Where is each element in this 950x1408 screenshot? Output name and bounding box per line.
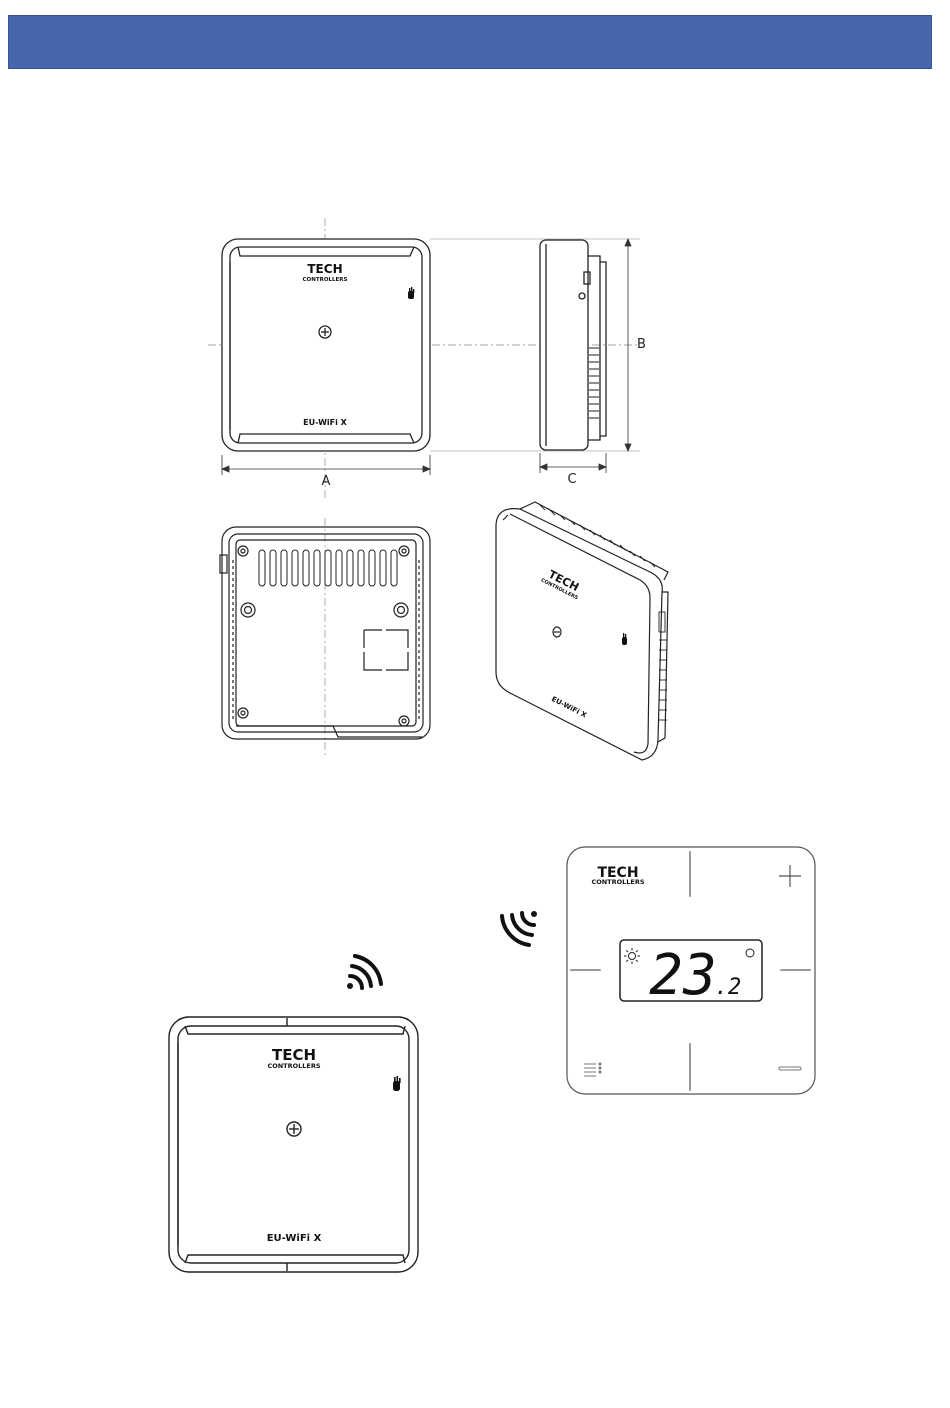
- thermostat-brand-subtitle: CONTROLLERS: [591, 878, 644, 886]
- dimension-c-label: C: [567, 472, 576, 487]
- large-hand-icon: [393, 1076, 401, 1091]
- dimension-a-label: A: [322, 474, 331, 489]
- wifi-signal-icon: [502, 911, 537, 945]
- large-screw-icon: [287, 1122, 301, 1136]
- isometric-view-drawing: TECH CONTROLLERS EU-WiFi X: [496, 502, 668, 760]
- large-front-brand-subtitle: CONTROLLERS: [267, 1062, 320, 1070]
- front-view-model: EU-WiFi X: [303, 418, 347, 427]
- wifi-signal-icon: [347, 956, 381, 989]
- back-view-drawing: [220, 518, 430, 755]
- dimension-a: [222, 455, 430, 475]
- large-front-view-drawing: TECH CONTROLLERS EU-WiFi X: [169, 1017, 418, 1272]
- temperature-main: 23: [649, 943, 716, 1008]
- thermostat-drawing: TECH CONTROLLERS 23 .2: [567, 847, 815, 1094]
- dimension-b-label: B: [637, 337, 646, 352]
- large-front-model: EU-WiFi X: [267, 1233, 322, 1244]
- front-view-brand: TECH: [307, 262, 342, 276]
- temperature-decimal: .2: [715, 975, 742, 1000]
- front-view-brand-subtitle: CONTROLLERS: [303, 277, 348, 283]
- dimension-c: [540, 453, 606, 473]
